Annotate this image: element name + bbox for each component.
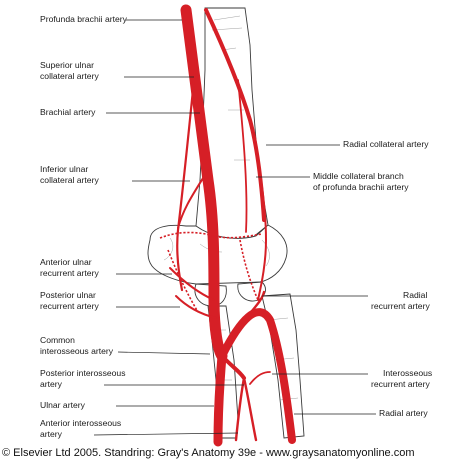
leader-lines: [93, 19, 376, 436]
label-anterior-ulnar-recurrent-2: recurrent artery: [40, 268, 99, 278]
label-radial-recurrent-2: recurrent artery: [371, 301, 430, 311]
radial-recurrent-path: [244, 290, 266, 320]
label-profunda-brachii: Profunda brachii artery: [40, 14, 127, 24]
label-radial-collateral: Radial collateral artery: [343, 139, 429, 149]
label-anterior-interosseous-1: Anterior interosseous: [40, 418, 122, 428]
label-common-interosseous-1: Common: [40, 335, 75, 345]
inferior-ulnar-collateral-path: [177, 169, 209, 229]
posterior-interosseous-path: [242, 376, 258, 442]
radial-artery-path: [218, 308, 296, 444]
label-middle-collateral-2: of profunda brachii artery: [313, 182, 409, 192]
label-superior-ulnar-2: collateral artery: [40, 71, 99, 81]
label-middle-collateral-1: Middle collateral branch: [313, 171, 404, 181]
elbow-anastomosis: [159, 231, 263, 239]
label-interosseous-recurrent-1: Interosseous: [383, 368, 433, 378]
copyright-caption: © Elsevier Ltd 2005. Standring: Gray's A…: [2, 447, 415, 459]
label-anterior-interosseous-2: artery: [40, 429, 62, 439]
anterior-ulnar-recurrent-path: [169, 267, 215, 301]
label-posterior-interosseous-1: Posterior interosseous: [40, 368, 126, 378]
label-posterior-ulnar-recurrent-2: recurrent artery: [40, 301, 99, 311]
anterior-interosseous-path: [234, 376, 246, 442]
interosseous-recurrent-path: [249, 371, 271, 385]
radial-collateral-path: [249, 119, 267, 301]
label-interosseous-recurrent-2: recurrent artery: [371, 379, 430, 389]
middle-collateral-path: [237, 79, 248, 233]
label-radial-recurrent-1: Radial: [403, 290, 428, 300]
label-inferior-ulnar-2: collateral artery: [40, 175, 99, 185]
label-ulnar-artery: Ulnar artery: [40, 400, 85, 410]
label-brachial-artery: Brachial artery: [40, 107, 96, 117]
superior-ulnar-collateral-path: [176, 58, 198, 292]
label-inferior-ulnar-1: Inferior ulnar: [40, 164, 89, 174]
label-common-interosseous-2: interosseous artery: [40, 346, 114, 356]
arteries: [159, 4, 296, 447]
label-radial-artery: Radial artery: [379, 408, 428, 418]
common-interosseous-path: [224, 358, 246, 380]
ulnar-artery-path: [213, 351, 227, 447]
label-superior-ulnar-1: Superior ulnar: [40, 60, 94, 70]
posterior-ulnar-recurrent-path: [175, 295, 217, 319]
label-posterior-interosseous-2: artery: [40, 379, 62, 389]
label-anterior-ulnar-recurrent-1: Anterior ulnar: [40, 257, 92, 267]
label-posterior-ulnar-recurrent-1: Posterior ulnar: [40, 290, 96, 300]
